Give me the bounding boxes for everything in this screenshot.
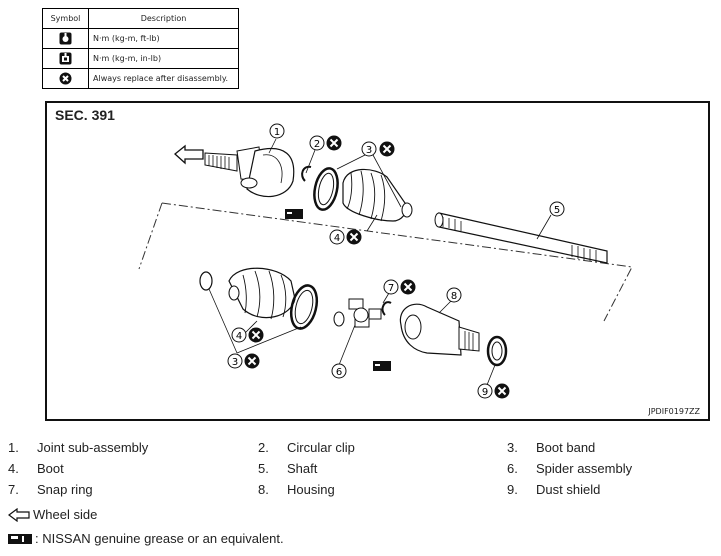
legend-label-2: Circular clip xyxy=(287,440,355,455)
legend-num-9: 9. xyxy=(507,482,518,497)
callout-7: 7 xyxy=(383,278,417,296)
always-replace-icon xyxy=(493,382,511,400)
boot-band-lower-1 xyxy=(199,271,213,291)
legend-label-5: Shaft xyxy=(287,461,318,476)
svg-text:1: 1 xyxy=(274,127,280,138)
grease-symbol-2 xyxy=(373,361,391,371)
callout-8: 8 xyxy=(446,287,462,303)
wheel-side-note: Wheel side xyxy=(8,507,97,522)
torque-wrench-in-lb-icon xyxy=(59,52,72,65)
grease-symbol-icon xyxy=(8,533,32,544)
callout-1: 1 xyxy=(269,123,285,139)
wheel-side-text: Wheel side xyxy=(33,507,98,522)
legend-label-4: Boot xyxy=(37,461,64,476)
svg-text:3: 3 xyxy=(366,145,372,156)
svg-text:4: 4 xyxy=(334,233,340,244)
always-replace-icon xyxy=(378,140,396,158)
grease-symbol-1 xyxy=(285,209,303,219)
legend-num-2: 2. xyxy=(258,440,269,455)
boot-lower xyxy=(228,267,296,320)
section-label: SEC. 391 xyxy=(55,107,115,123)
grease-text: : NISSAN genuine grease or an equivalent… xyxy=(35,531,284,546)
wheel-side-arrow-icon xyxy=(8,507,30,522)
legend-num-7: 7. xyxy=(8,482,19,497)
legend-label-1: Joint sub-assembly xyxy=(37,440,149,455)
legend-label-7: Snap ring xyxy=(37,482,93,497)
svg-text:4: 4 xyxy=(236,331,242,342)
figure-code: JPDIF0197ZZ xyxy=(648,407,700,416)
svg-text:9: 9 xyxy=(482,387,488,398)
wheel-side-arrow-icon xyxy=(173,144,204,165)
grease-note: : NISSAN genuine grease or an equivalent… xyxy=(8,531,284,546)
callout-3-lower: 3 xyxy=(227,352,261,370)
always-replace-icon xyxy=(325,134,343,152)
svg-text:5: 5 xyxy=(554,205,560,216)
shaft xyxy=(434,212,608,264)
legend-label-9: Dust shield xyxy=(536,482,601,497)
callout-3-upper: 3 xyxy=(361,140,396,158)
svg-text:8: 8 xyxy=(451,291,457,302)
always-replace-icon xyxy=(399,278,417,296)
legend-num-4: 4. xyxy=(8,461,19,476)
legend-label-8: Housing xyxy=(287,482,335,497)
always-replace-icon xyxy=(247,326,265,344)
callout-6: 6 xyxy=(331,363,347,379)
legend-label-3: Boot band xyxy=(536,440,596,455)
symbol-table: Symbol Description N·m (kg-m, ft-lb) N·m… xyxy=(42,8,239,89)
callout-4-upper: 4 xyxy=(329,228,363,246)
svg-text:3: 3 xyxy=(232,357,238,368)
spider-assembly xyxy=(333,298,382,328)
legend-label-6: Spider assembly xyxy=(536,461,633,476)
boot-band-upper-1 xyxy=(313,167,339,211)
connection-line-left xyxy=(138,202,163,270)
symbol-header: Symbol xyxy=(42,8,89,29)
callout-2: 2 xyxy=(309,134,343,152)
snap-ring xyxy=(381,301,392,316)
always-replace-icon xyxy=(345,228,363,246)
callout-9: 9 xyxy=(477,382,511,400)
description-header: Description xyxy=(88,8,239,29)
callout-4-lower: 4 xyxy=(231,326,265,344)
legend-num-1: 1. xyxy=(8,440,19,455)
callout-5: 5 xyxy=(549,201,565,217)
always-replace-icon xyxy=(59,72,72,85)
svg-text:6: 6 xyxy=(336,367,342,378)
svg-text:7: 7 xyxy=(388,283,394,294)
dust-shield xyxy=(486,335,508,367)
legend-num-5: 5. xyxy=(258,461,269,476)
diagram-drawing: 1 2 3 4 5 4 3 xyxy=(138,123,633,400)
svg-text:2: 2 xyxy=(314,139,320,150)
connection-line-upper xyxy=(161,202,633,322)
boot-upper xyxy=(342,168,413,222)
legend-num-8: 8. xyxy=(258,482,269,497)
symbol-desc-3: Always replace after disassembly. xyxy=(88,68,239,89)
symbol-desc-1: N·m (kg-m, ft-lb) xyxy=(88,28,239,49)
torque-wrench-ft-lb-icon xyxy=(59,32,72,45)
circular-clip xyxy=(301,165,312,182)
symbol-desc-2: N·m (kg-m, in-lb) xyxy=(88,48,239,69)
housing xyxy=(399,303,480,356)
always-replace-icon xyxy=(243,352,261,370)
legend-num-3: 3. xyxy=(507,440,518,455)
legend-num-6: 6. xyxy=(507,461,518,476)
exploded-view-diagram: SEC. 391 JPDIF0197ZZ xyxy=(45,101,710,421)
joint-sub-assembly xyxy=(204,146,295,198)
